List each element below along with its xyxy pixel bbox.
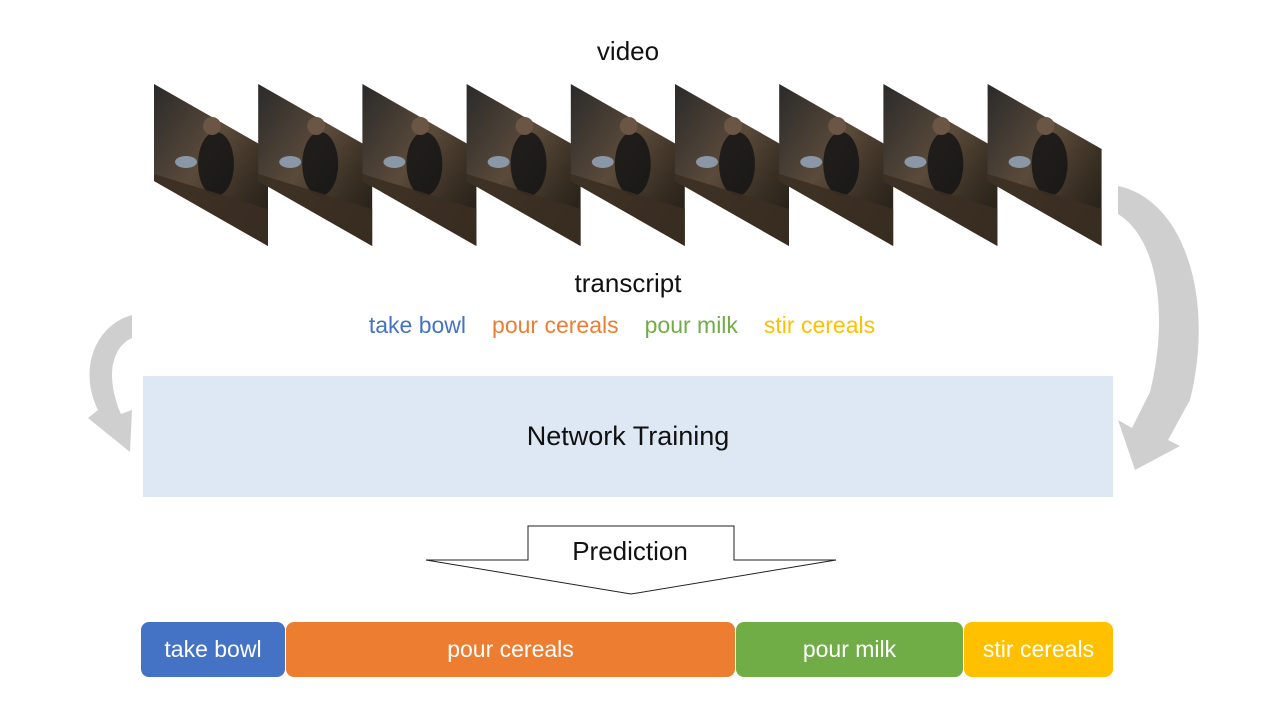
video-frame bbox=[675, 84, 789, 246]
network-training-box: Network Training bbox=[143, 376, 1113, 497]
segment-stir-cereals: stir cereals bbox=[964, 622, 1113, 677]
segment-pour-cereals: pour cereals bbox=[286, 622, 735, 677]
prediction-arrow-shape bbox=[425, 525, 837, 595]
video-frame bbox=[987, 84, 1102, 246]
video-frame bbox=[258, 84, 373, 246]
video-frame bbox=[779, 84, 894, 246]
transcript-action-stir-cereals: stir cereals bbox=[763, 312, 876, 338]
right-curved-arrow bbox=[1118, 186, 1199, 470]
left-curved-arrow bbox=[88, 315, 132, 452]
video-frame bbox=[570, 84, 685, 246]
prediction-label: Prediction bbox=[572, 536, 688, 566]
transcript-action-pour-milk: pour milk bbox=[644, 312, 738, 338]
segment-pour-milk: pour milk bbox=[736, 622, 963, 677]
video-frame bbox=[154, 84, 268, 246]
segment-pour-cereals-label: pour cereals bbox=[447, 636, 574, 662]
segment-pour-milk-label: pour milk bbox=[802, 636, 897, 662]
video-frame bbox=[362, 84, 477, 246]
transcript-label: transcript bbox=[574, 268, 682, 298]
video-frame bbox=[466, 84, 581, 246]
transcript-action-pour-cereals: pour cereals bbox=[492, 312, 619, 338]
transcript-actions: take bowl pour cereals pour milk stir ce… bbox=[0, 312, 1244, 339]
video-frame bbox=[883, 84, 998, 246]
network-training-label: Network Training bbox=[526, 421, 730, 451]
segment-take-bowl-label: take bowl bbox=[164, 636, 262, 662]
video-label: video bbox=[596, 36, 660, 66]
segment-stir-cereals-label: stir cereals bbox=[982, 636, 1095, 662]
segment-take-bowl: take bowl bbox=[141, 622, 285, 677]
transcript-action-take-bowl: take bowl bbox=[368, 312, 467, 338]
